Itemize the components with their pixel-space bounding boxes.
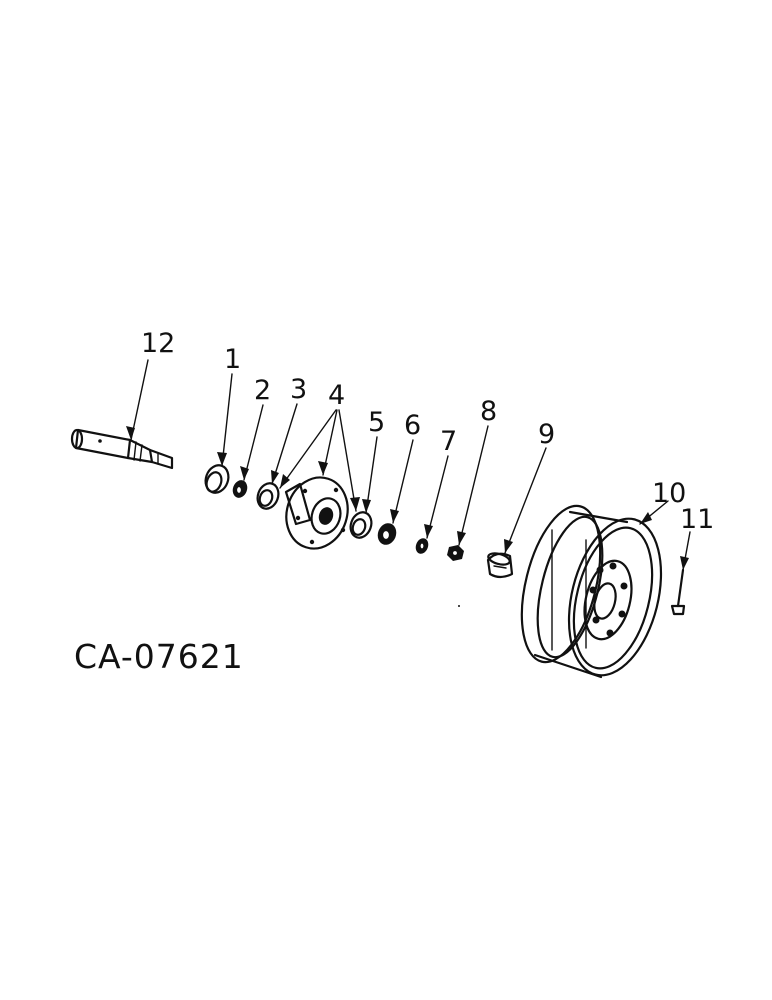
scan-speck (458, 605, 460, 607)
callout-2: 2 (254, 375, 271, 406)
callout-10: 10 (652, 478, 686, 509)
callout-6: 6 (404, 410, 421, 441)
callout-9: 9 (538, 419, 555, 450)
callout-8: 8 (480, 396, 497, 427)
callout-11: 11 (680, 504, 714, 535)
callout-12: 12 (141, 328, 175, 359)
leader-6 (392, 439, 414, 524)
callout-labels: 12 1 2 3 4 5 6 7 8 9 10 11 (141, 328, 714, 535)
leader-12 (130, 359, 149, 441)
part-4-hub (284, 476, 349, 550)
leader-8 (458, 425, 489, 546)
arrowheads (126, 426, 689, 570)
part-1-seal (204, 464, 230, 494)
part-9-hub-cap (486, 552, 514, 579)
part-10-wheel (520, 504, 663, 679)
callout-5: 5 (368, 407, 385, 438)
part-11-wheel-bolt (670, 568, 686, 616)
part-6-bearing-cone (377, 523, 397, 545)
part-8-nut (447, 545, 464, 561)
leader-4a (279, 409, 337, 489)
leader-lines (130, 359, 691, 571)
callout-3: 3 (290, 374, 307, 405)
part-2-bearing-cone (232, 480, 248, 498)
part-12-spindle (70, 428, 174, 470)
leader-9 (504, 447, 547, 554)
callout-7: 7 (440, 426, 457, 457)
part-5-bearing-cup (349, 511, 373, 539)
leader-7 (426, 455, 449, 539)
part-3-bearing-cup (256, 482, 280, 510)
drawing-number: CA-07621 (74, 637, 244, 676)
leader-3 (271, 403, 298, 485)
callout-1: 1 (224, 344, 241, 375)
leader-1 (221, 373, 233, 467)
callout-4: 4 (328, 380, 345, 411)
part-7-washer (415, 538, 429, 554)
leader-2 (243, 404, 264, 481)
leader-4c (338, 409, 357, 512)
